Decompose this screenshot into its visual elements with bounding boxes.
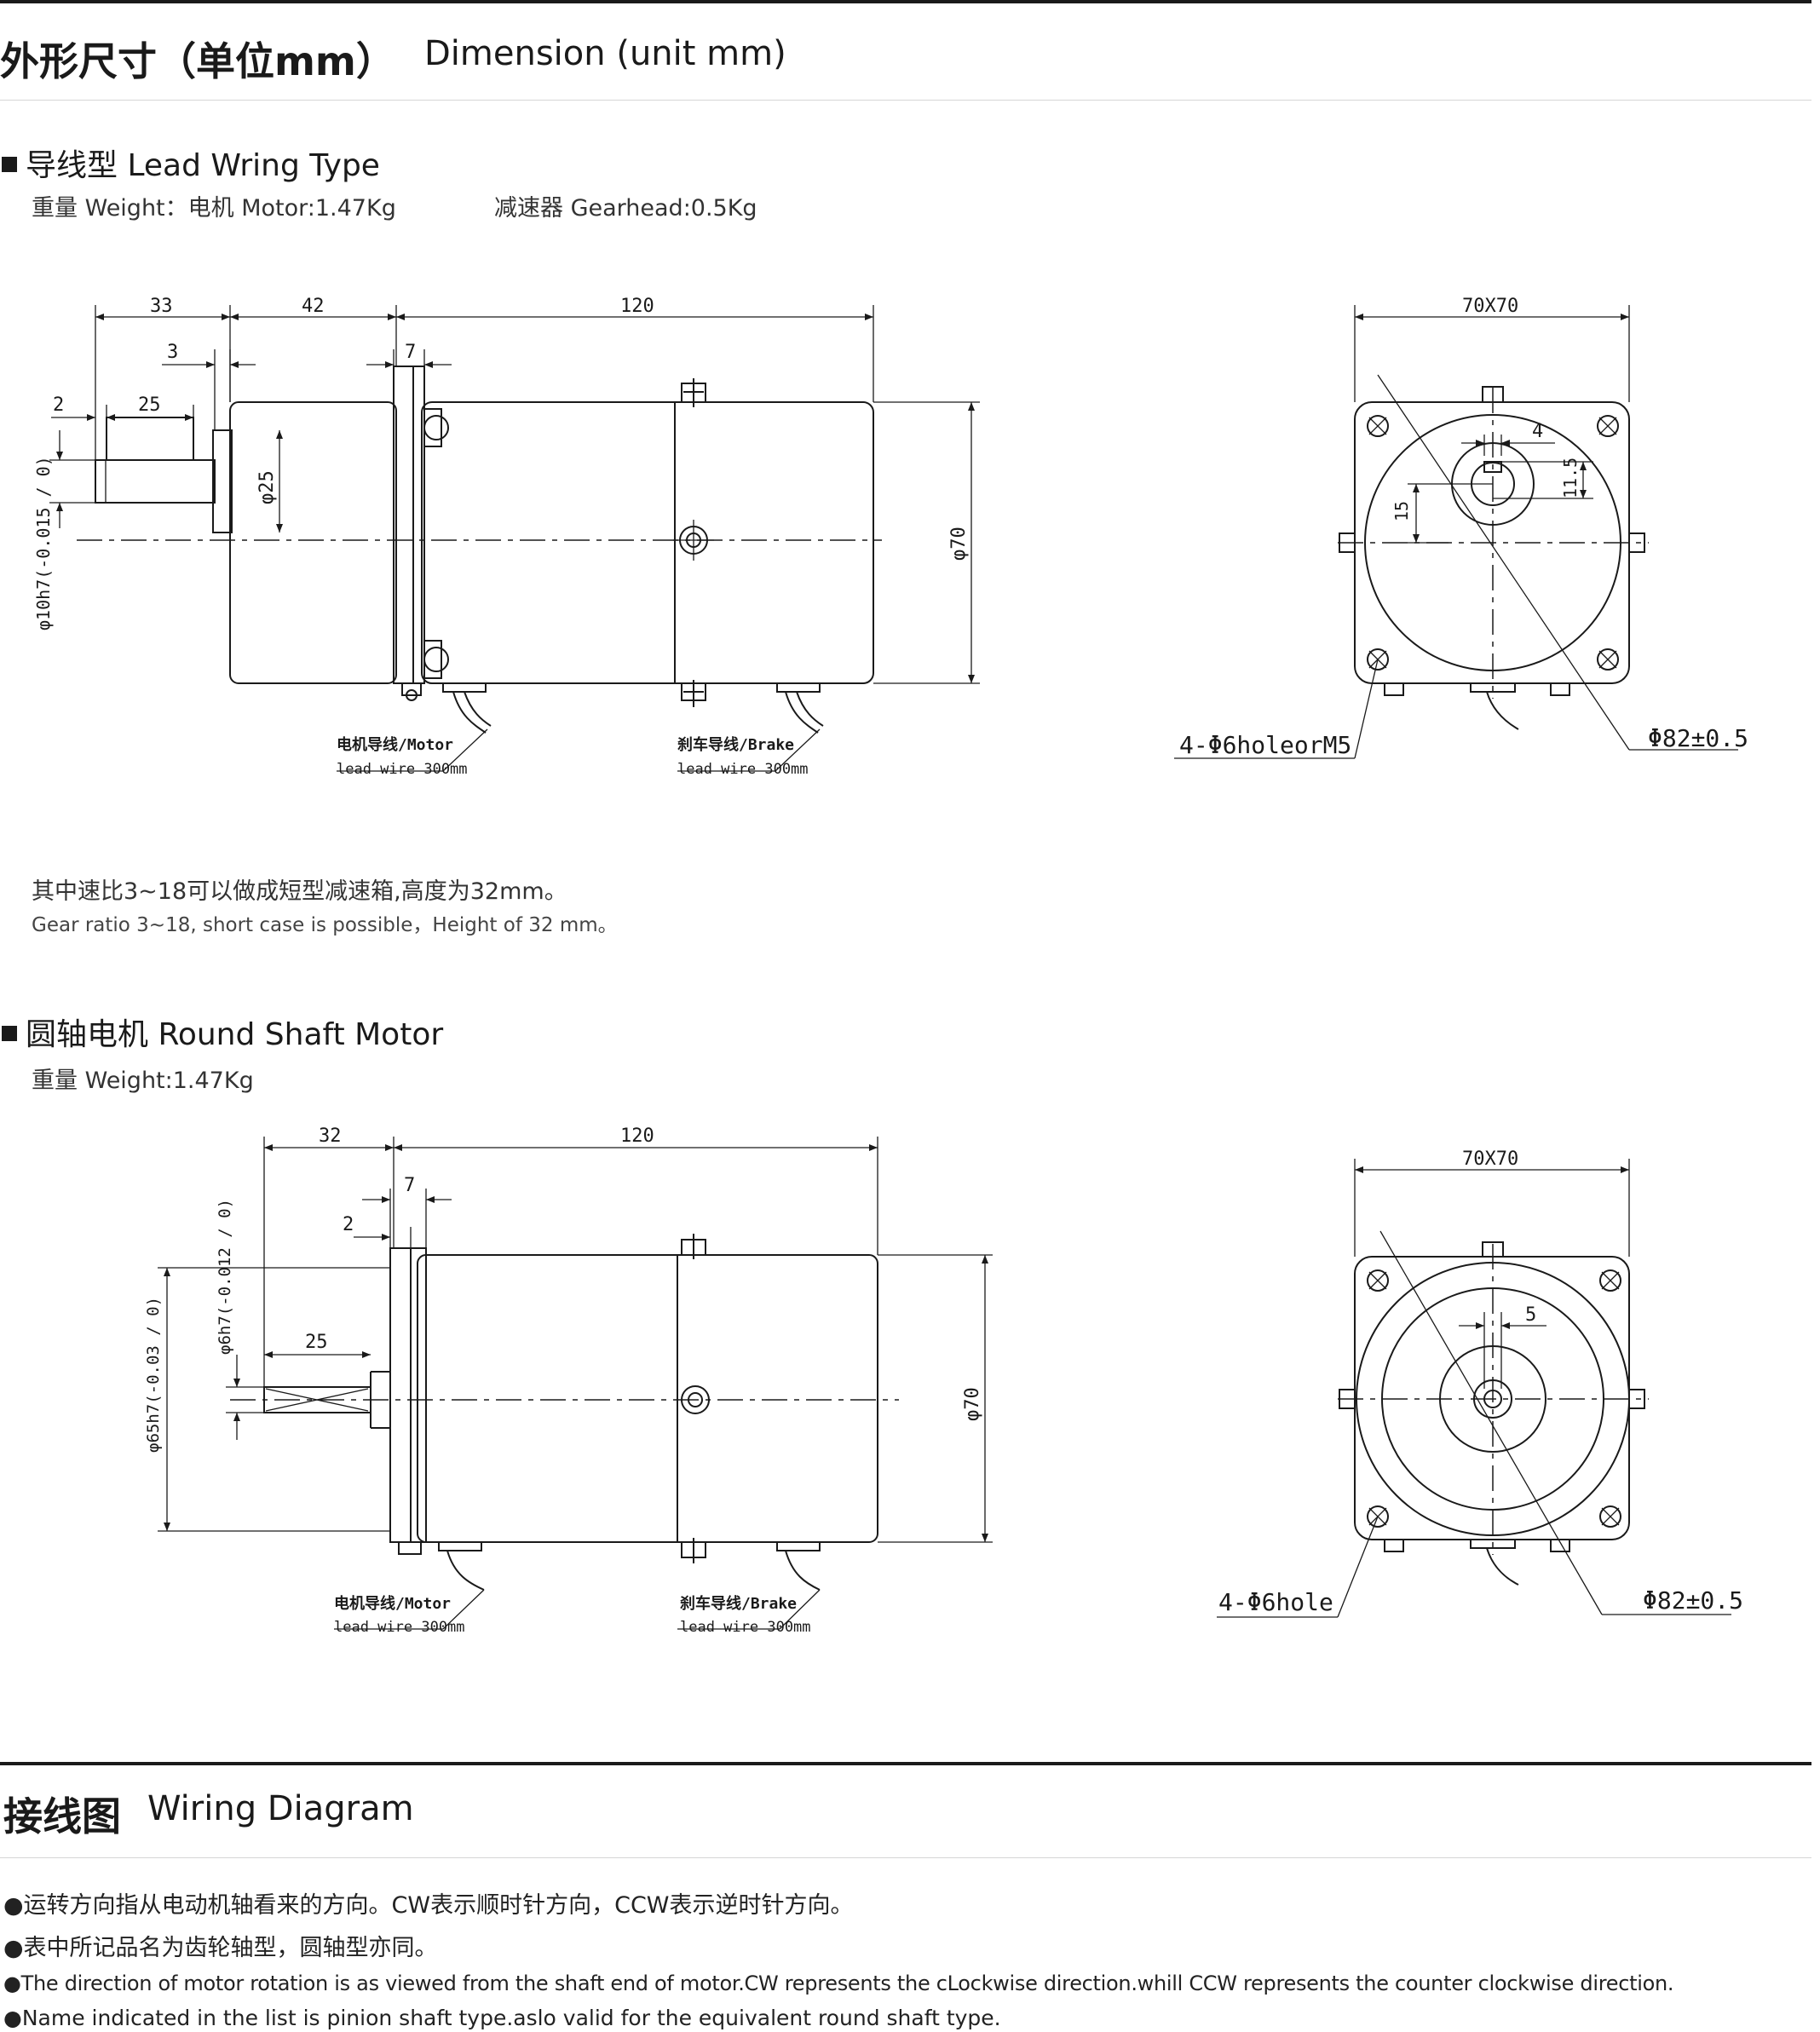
rs-brake-wire-length: lead wire 300mm: [680, 1619, 811, 1636]
wiring-note-3: ●The direction of motor rotation is as v…: [3, 1972, 1674, 1995]
dim-phi70: φ70: [948, 527, 970, 561]
rs-dim-phi70: φ70: [962, 1387, 983, 1421]
dimension-title-cn: 外形尺寸（单位mm）: [0, 38, 395, 84]
front-offset-dim: 15: [1391, 501, 1412, 521]
dim-7: 7: [405, 342, 416, 363]
rs-dim-pilot-tolerance: φ65h7(-0.03 / 0): [144, 1297, 163, 1453]
lead-type-weight-gear: 减速器 Gearhead:0.5Kg: [494, 195, 757, 222]
front-holes-label: 4-Φ6holeorM5: [1179, 731, 1351, 759]
mounting-hole-icon: [1367, 415, 1619, 671]
brake-wire-label: 刹车导线/Brake: [677, 735, 794, 754]
motor-wire-length: lead wire 300mm: [337, 761, 468, 778]
rs-dim-shaft-tolerance: φ6h7(-0.012 / 0): [216, 1199, 234, 1355]
front-square-dim: 70X70: [1462, 296, 1518, 317]
square-bullet-icon: [2, 157, 17, 172]
rs-mounting-hole-icon: [1367, 1269, 1621, 1528]
rs-brake-wire-label: 刹车导线/Brake: [680, 1594, 797, 1613]
top-rule: [0, 0, 1811, 3]
rs-front-square-dim: 70X70: [1462, 1148, 1518, 1170]
brake-wire-length: lead wire 300mm: [677, 761, 809, 778]
wiring-note-2: ●表中所记品名为齿轮轴型，圆轴型亦同。: [3, 1935, 438, 1961]
rs-front-pcd-label: Φ82±0.5: [1643, 1586, 1743, 1615]
rs-dim-120: 120: [620, 1125, 654, 1147]
rs-dim-25: 25: [305, 1332, 328, 1353]
motor-wire-label: 电机导线/Motor: [337, 735, 453, 754]
lead-type-heading: 导线型 Lead Wring Type: [2, 141, 380, 185]
dim-shaft-tolerance: φ10h7(-0.015 / 0): [33, 456, 54, 630]
round-shaft-side-view: 32 120 7 2 25 φ6h7(-0.012 / 0) φ65h7(-0.…: [144, 1125, 993, 1636]
rs-dim-2: 2: [343, 1214, 354, 1235]
rs-front-holes-label: 4-Φ6hole: [1218, 1588, 1333, 1616]
lead-type-title: 导线型 Lead Wring Type: [26, 148, 380, 183]
rs-dim-7: 7: [404, 1175, 415, 1196]
dim-42: 42: [302, 296, 325, 317]
gear-ratio-note-en: Gear ratio 3~18, short case is possible，…: [32, 914, 618, 936]
lead-type-side-view: 33 42 120 3 7 2 25 φ25 φ70 φ10h7(-0.015 …: [33, 296, 980, 778]
square-bullet-icon: [2, 1026, 17, 1041]
wiring-divider: [0, 1857, 1811, 1858]
rs-front-key-dim: 5: [1525, 1304, 1536, 1326]
wiring-title-en: Wiring Diagram: [147, 1789, 414, 1828]
header-divider: [0, 100, 1811, 101]
technical-drawings: 33 42 120 3 7 2 25 φ25 φ70 φ10h7(-0.015 …: [33, 296, 1748, 1636]
front-pcd-label: Φ82±0.5: [1648, 724, 1748, 752]
dim-phi25: φ25: [256, 470, 278, 504]
round-shaft-front-view: 70X70 5 4-Φ6hole Φ82±0.5: [1217, 1148, 1743, 1618]
dimension-title-en: Dimension (unit mm): [424, 34, 786, 73]
dim-120: 120: [620, 296, 654, 317]
dim-25: 25: [138, 394, 161, 416]
gear-ratio-note-cn: 其中速比3~18可以做成短型减速箱,高度为32mm。: [32, 878, 567, 905]
round-shaft-title: 圆轴电机 Round Shaft Motor: [26, 1017, 444, 1052]
rs-dim-32: 32: [319, 1125, 342, 1147]
dim-3: 3: [167, 342, 178, 363]
lead-type-front-view: 70X70 4 11.5 15 4-Φ6holeorM5 Φ82±0.5: [1174, 296, 1748, 759]
front-key-dim: 4: [1532, 421, 1543, 442]
dim-33: 33: [150, 296, 173, 317]
rs-motor-wire-length: lead wire 300mm: [334, 1619, 465, 1636]
wiring-note-1: ●运转方向指从电动机轴看来的方向。CW表示顺时针方向，CCW表示逆时针方向。: [3, 1892, 854, 1919]
wiring-note-4: ●Name indicated in the list is pinion sh…: [3, 2006, 1001, 2030]
round-shaft-heading: 圆轴电机 Round Shaft Motor: [2, 1010, 443, 1054]
front-key-height: 11.5: [1560, 458, 1581, 498]
lead-type-weight-motor: 重量 Weight：电机 Motor:1.47Kg: [32, 195, 396, 222]
round-shaft-weight: 重量 Weight:1.47Kg: [32, 1068, 254, 1094]
rs-motor-wire-label: 电机导线/Motor: [334, 1594, 451, 1613]
dim-2: 2: [53, 394, 64, 416]
wiring-top-rule: [0, 1762, 1811, 1765]
flange-screw-icon: [401, 408, 449, 701]
wiring-title-cn: 接线图: [3, 1793, 121, 1839]
